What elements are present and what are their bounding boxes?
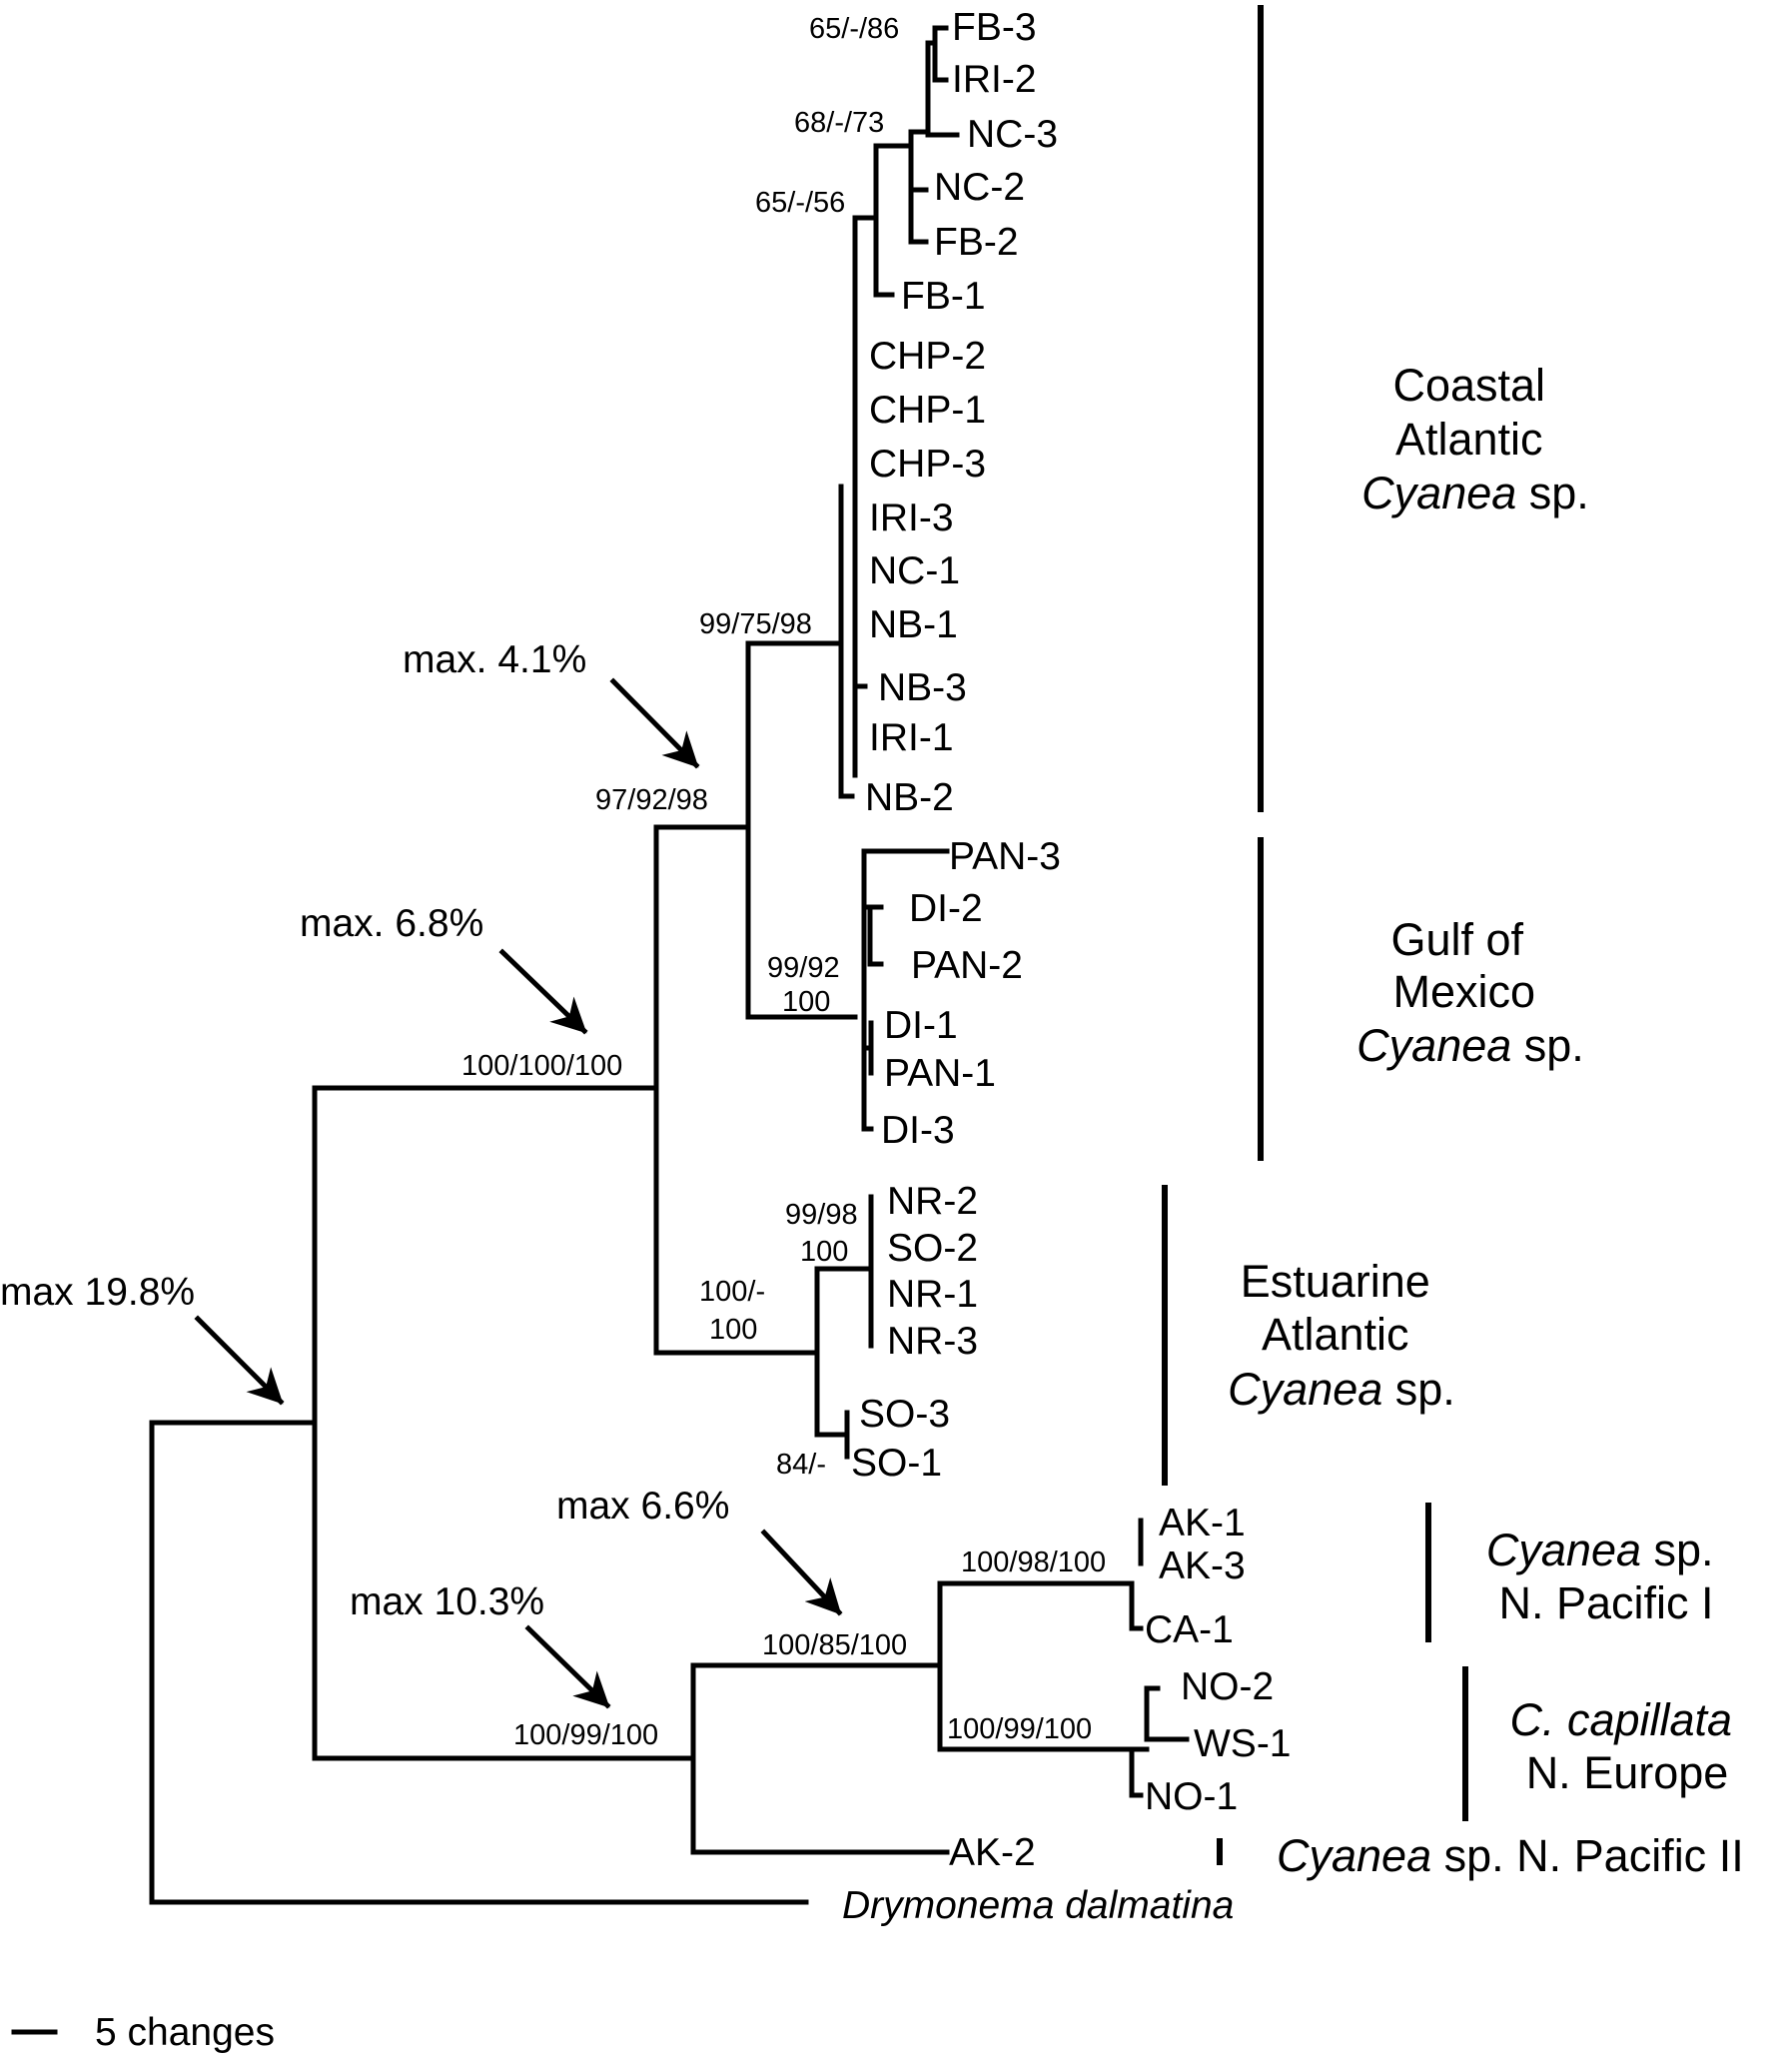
tree-branches	[11, 25, 1190, 2035]
arrow	[498, 948, 588, 1035]
divergence-label: max 6.6%	[556, 1485, 729, 1528]
tip-label: CHP-2	[869, 335, 986, 378]
support-value: 68/-/73	[794, 107, 884, 139]
tip-label: SO-1	[851, 1442, 942, 1485]
tip-label: FB-2	[934, 221, 1019, 264]
tip-label: DI-2	[909, 887, 983, 930]
divergence-annotations: max. 4.1% max. 6.8% max 19.8% max 6.6% m…	[0, 638, 843, 1709]
support-value: 100/-	[699, 1276, 765, 1308]
tip-label: AK-3	[1159, 1544, 1246, 1587]
tip-label: AK-2	[949, 1831, 1036, 1874]
tip-label: DI-1	[884, 1004, 958, 1047]
tip-label: NO-2	[1181, 1665, 1274, 1708]
tip-label: SO-2	[887, 1227, 978, 1270]
divergence-label: max. 6.8%	[300, 902, 483, 945]
support-value: 100/98/100	[961, 1546, 1106, 1578]
support-value: 100	[709, 1314, 757, 1346]
tip-label: PAN-2	[911, 944, 1023, 987]
divergence-label: max. 4.1%	[403, 638, 586, 681]
group-label-europe: C. capillata N. Europe	[1509, 1694, 1744, 1798]
scale-bar-label: 5 changes	[95, 2011, 275, 2054]
tip-label: IRI-3	[869, 497, 954, 539]
support-value: 65/-/86	[809, 13, 899, 45]
tip-label: NB-1	[869, 603, 958, 646]
tip-label: NC-3	[967, 113, 1058, 156]
tip-label: DI-3	[881, 1109, 955, 1152]
arrow	[194, 1315, 285, 1406]
tip-label: AK-1	[1159, 1502, 1246, 1544]
support-value: 100/85/100	[762, 1629, 907, 1661]
tip-label: PAN-3	[949, 835, 1061, 878]
arrow	[609, 677, 700, 769]
tip-label: WS-1	[1194, 1722, 1292, 1765]
tip-label: CA-1	[1145, 1608, 1234, 1651]
group-label-gulf: Gulf of Mexico Cyanea sp.	[1356, 914, 1584, 1071]
tip-label: CHP-1	[869, 389, 986, 432]
outgroup-label: Drymonema dalmatina	[842, 1884, 1234, 1927]
tip-label: FB-1	[901, 275, 986, 318]
divergence-label: max 10.3%	[350, 1580, 544, 1623]
support-value: 84/-	[776, 1449, 826, 1481]
tip-labels: FB-3 IRI-2 NC-3 NC-2 FB-2 FB-1 CHP-2 CHP…	[842, 6, 1292, 1927]
support-values: 65/-/86 68/-/73 65/-/56 99/75/98 97/92/9…	[461, 13, 1106, 1751]
tip-label: CHP-3	[869, 443, 986, 486]
group-labels: Coastal Atlantic Cyanea sp. Gulf of Mexi…	[1228, 360, 1744, 1881]
support-value: 99/92	[767, 952, 840, 984]
arrow	[760, 1529, 843, 1616]
tip-label: IRI-2	[952, 58, 1037, 101]
group-label-pacific-1: Cyanea sp. N. Pacific I	[1486, 1525, 1726, 1628]
divergence-label: max 19.8%	[0, 1271, 195, 1314]
tip-label: NB-2	[865, 776, 954, 819]
tip-label: NR-1	[887, 1273, 978, 1316]
support-value: 100/100/100	[461, 1050, 622, 1082]
group-label-estuarine: Estuarine Atlantic Cyanea sp.	[1228, 1256, 1455, 1415]
support-value: 65/-/56	[755, 187, 845, 219]
group-label-coastal: Coastal Atlantic Cyanea sp.	[1361, 360, 1589, 518]
tip-label: FB-3	[952, 6, 1037, 49]
support-value: 100/99/100	[513, 1719, 658, 1751]
tip-label: NR-2	[887, 1180, 978, 1223]
tip-label: NR-3	[887, 1320, 978, 1363]
tip-label: IRI-1	[869, 716, 954, 759]
tip-label: NO-1	[1145, 1775, 1238, 1818]
support-value: 100	[800, 1236, 848, 1268]
support-value: 97/92/98	[595, 784, 708, 816]
tip-label: NC-1	[869, 549, 960, 592]
support-value: 99/75/98	[699, 608, 812, 640]
support-value: 100	[782, 986, 830, 1018]
group-label-pacific-2: Cyanea sp. N. Pacific II	[1277, 1830, 1744, 1881]
tip-label: SO-3	[859, 1393, 950, 1436]
support-value: 100/99/100	[947, 1713, 1092, 1745]
arrow	[524, 1624, 611, 1709]
group-brackets	[1162, 5, 1468, 1865]
support-value: 99/98	[785, 1199, 858, 1231]
tip-label: PAN-1	[884, 1052, 996, 1095]
tip-label: NC-2	[934, 166, 1025, 209]
tip-label: NB-3	[878, 666, 967, 709]
